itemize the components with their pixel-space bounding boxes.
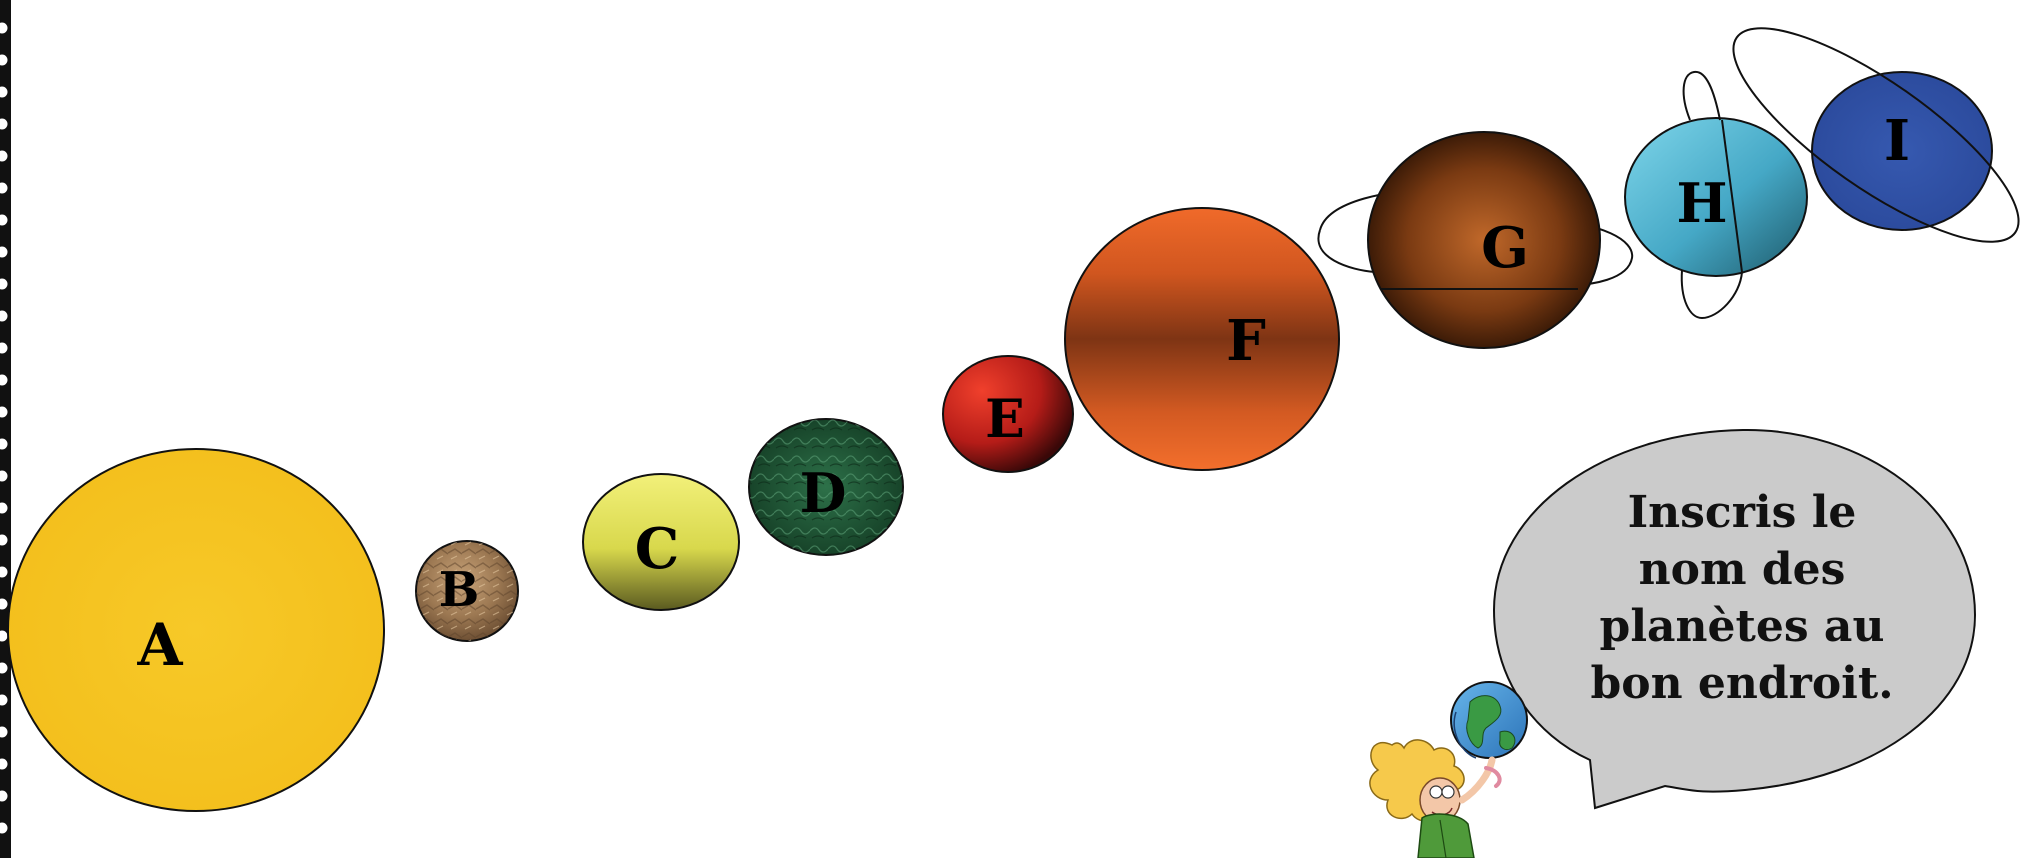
planet-earth: D xyxy=(748,418,904,556)
planet-label-g: G xyxy=(1481,215,1529,281)
instruction-line-2: nom des xyxy=(1639,544,1846,595)
instruction-line-4: bon endroit. xyxy=(1590,658,1893,709)
planet-label-e: E xyxy=(985,389,1025,450)
planet-label-b: B xyxy=(439,562,480,618)
planet-label-c: C xyxy=(635,516,680,582)
planet-sun: A xyxy=(7,448,385,812)
binder-rings-icon xyxy=(0,0,11,858)
speech-bubble: Inscris le nom des planètes au bon endro… xyxy=(1492,428,1977,810)
planet-label-i: I xyxy=(1884,108,1910,174)
character-holding-globe-icon xyxy=(1369,681,1528,858)
planet-mars: E xyxy=(942,355,1074,473)
planet-jupiter: F xyxy=(1064,207,1340,471)
planet-mercury: B xyxy=(415,540,519,642)
planet-label-a: A xyxy=(136,611,183,679)
planet-uranus: H xyxy=(1624,70,1808,320)
planet-label-f: F xyxy=(1226,308,1266,374)
planet-label-h: H xyxy=(1676,171,1727,235)
planet-venus: C xyxy=(582,473,740,611)
planet-label-d: D xyxy=(800,461,847,525)
planet-neptune: I xyxy=(1732,27,2020,243)
instruction-line-1: Inscris le xyxy=(1628,487,1857,538)
planet-saturn: G xyxy=(1317,131,1634,349)
instruction-line-3: planètes au xyxy=(1600,601,1885,652)
